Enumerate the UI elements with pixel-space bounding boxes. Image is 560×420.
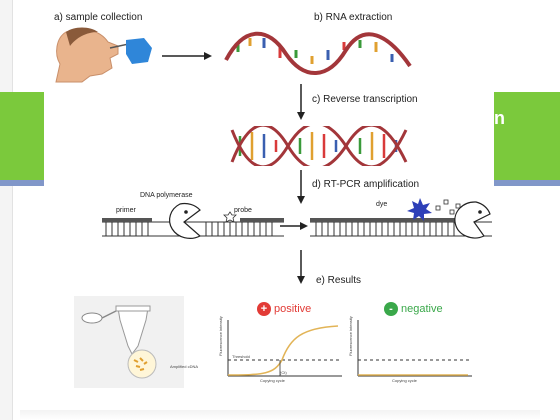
cdna-double-strand	[230, 126, 408, 166]
threshold-label: Threshold	[232, 354, 250, 359]
amplified-cdna-label: Amplified cDNA	[170, 364, 199, 369]
arrow-c-to-d	[297, 170, 305, 204]
ct-label: (Ct)	[280, 370, 287, 375]
arrow-pcr-step	[280, 222, 308, 230]
test-tube-illustration	[74, 296, 184, 388]
rt-pcr-diagram: a) sample collection b) RNA extraction	[44, 0, 494, 420]
positive-y-axis-label: Fluorescence intensity	[218, 316, 223, 356]
pcr-before-illustration	[102, 202, 284, 239]
nasal-swab-illustration	[55, 27, 152, 83]
step-d-label: d) RT-PCR amplification	[312, 179, 420, 190]
negative-y-axis-label: Fluorescence intensity	[348, 316, 353, 356]
slide-left-rail	[0, 0, 13, 420]
arrow-b-to-c	[297, 84, 305, 120]
positive-sign-icon: +	[257, 302, 271, 316]
rna-strand	[224, 31, 412, 75]
step-c-label: c) Reverse transcription	[312, 94, 418, 105]
positive-amplification-plot	[227, 320, 342, 377]
negative-x-axis-label: Copying cycle	[392, 378, 417, 383]
title-band-text: n	[494, 108, 505, 128]
negative-amplification-plot	[357, 320, 472, 377]
negative-label: negative	[401, 303, 443, 315]
dye-label: dye	[376, 201, 388, 208]
dna-polymerase-label: DNA polymerase	[140, 192, 193, 199]
primer-label: primer	[116, 207, 136, 214]
pcr-after-illustration	[310, 198, 492, 239]
positive-label: positive	[274, 303, 312, 315]
arrow-a-to-b	[162, 52, 212, 60]
step-a-label: a) sample collection	[54, 12, 143, 23]
arrow-d-to-e	[297, 250, 305, 284]
step-b-label: b) RNA extraction	[314, 12, 393, 23]
probe-label: probe	[234, 207, 252, 214]
slide-bottom-shadow	[20, 410, 540, 420]
negative-sign-icon: -	[384, 302, 398, 316]
step-e-label: e) Results	[316, 275, 362, 286]
positive-x-axis-label: Copying cycle	[260, 378, 285, 383]
